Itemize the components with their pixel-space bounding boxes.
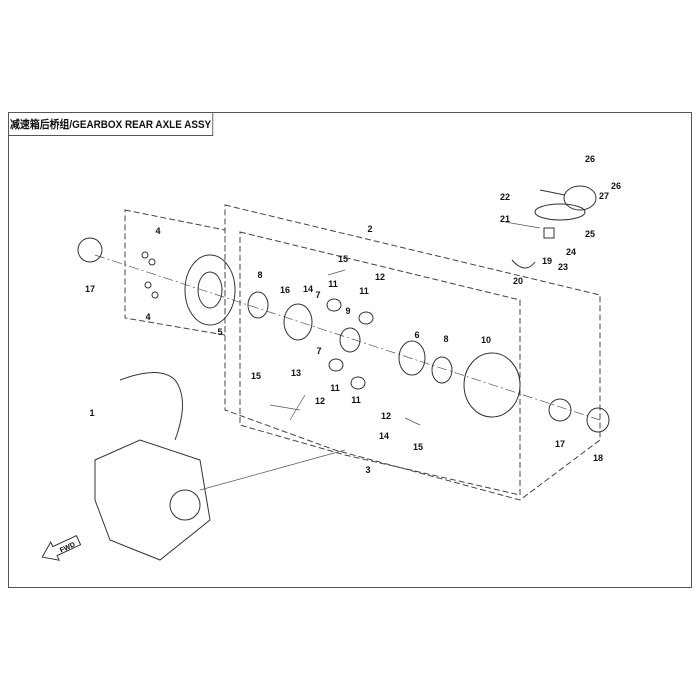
callout-11: 11	[351, 395, 361, 405]
callout-24: 24	[566, 247, 576, 257]
harness-cable	[119, 372, 183, 441]
ring-gear-hub	[197, 271, 223, 309]
o-ring-17b	[548, 398, 572, 422]
output-flange	[169, 489, 201, 521]
spider-9	[339, 327, 361, 353]
callout-15: 15	[338, 254, 348, 264]
wire-harness	[539, 189, 566, 196]
subassembly-outline-2	[224, 204, 601, 501]
svg-text:FWD: FWD	[59, 541, 76, 554]
callout-8: 8	[257, 270, 262, 280]
callout-20: 20	[513, 276, 523, 286]
pin-15b	[404, 417, 421, 426]
callout-17: 17	[555, 439, 565, 449]
diagram-title: 减速箱后桥组/GEARBOX REAR AXLE ASSY	[8, 112, 214, 136]
pin-15c	[327, 269, 346, 276]
callout-3: 3	[365, 465, 370, 475]
callout-1: 1	[89, 408, 94, 418]
callout-17: 17	[85, 284, 95, 294]
callout-15: 15	[251, 371, 261, 381]
pinion-11b	[358, 311, 374, 325]
washer-8b	[431, 356, 453, 384]
callout-27: 27	[599, 191, 609, 201]
pinion-11	[326, 298, 342, 312]
callout-9: 9	[345, 306, 350, 316]
callout-21: 21	[500, 214, 510, 224]
callout-13: 13	[291, 368, 301, 378]
callout-14: 14	[303, 284, 313, 294]
ring-gear-5	[184, 254, 236, 326]
callout-4: 4	[155, 226, 160, 236]
o-ring-17	[77, 237, 103, 263]
callout-7: 7	[316, 346, 321, 356]
pinion-11c	[328, 358, 344, 372]
callout-7: 7	[315, 290, 320, 300]
bracket-20	[511, 259, 536, 269]
callout-11: 11	[330, 383, 340, 393]
gearbox-housing-1	[94, 439, 211, 561]
callout-26: 26	[611, 181, 621, 191]
subassembly-outline-5	[124, 209, 226, 336]
callout-26: 26	[585, 154, 595, 164]
callout-15: 15	[413, 442, 423, 452]
callout-2: 2	[367, 224, 372, 234]
bolt-21	[504, 221, 541, 229]
callout-11: 11	[328, 279, 338, 289]
callout-18: 18	[593, 453, 603, 463]
subassembly-outline-3	[239, 231, 521, 496]
diagram-frame	[8, 112, 692, 588]
callout-25: 25	[585, 229, 595, 239]
callout-19: 19	[542, 256, 552, 266]
fwd-arrow-icon: FWD	[41, 534, 82, 561]
callout-12: 12	[375, 272, 385, 282]
axis-line	[94, 254, 601, 421]
side-gear-6	[398, 340, 426, 376]
side-gear-16	[283, 303, 313, 341]
pin-15	[269, 404, 301, 411]
callout-12: 12	[381, 411, 391, 421]
shaft-13	[289, 394, 306, 421]
pinion-11d	[350, 376, 366, 390]
diff-case-10	[463, 352, 521, 418]
sensor-19	[543, 227, 555, 239]
callout-5: 5	[217, 327, 222, 337]
callout-16: 16	[280, 285, 290, 295]
callout-4: 4	[145, 312, 150, 322]
actuator-25	[563, 185, 597, 211]
washer-8	[247, 291, 269, 319]
callout-23: 23	[558, 262, 568, 272]
seal-18	[586, 407, 610, 433]
bolts-4	[141, 251, 159, 299]
callout-6: 6	[414, 330, 419, 340]
o-ring-24	[534, 203, 586, 221]
callout-8: 8	[443, 334, 448, 344]
callout-22: 22	[500, 192, 510, 202]
callout-11: 11	[359, 286, 369, 296]
callout-14: 14	[379, 431, 389, 441]
callout-10: 10	[481, 335, 491, 345]
callout-12: 12	[315, 396, 325, 406]
leader-to-3	[199, 449, 346, 491]
